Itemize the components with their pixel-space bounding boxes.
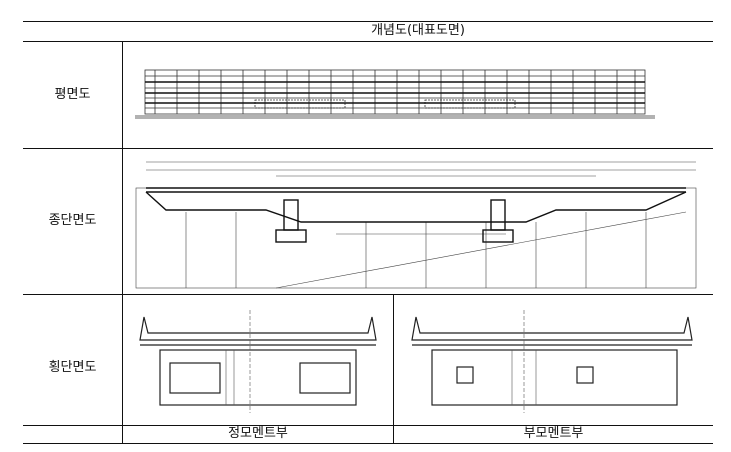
- subcaption-negative-moment: 부모멘트부: [523, 426, 584, 441]
- subcaption-divider: [393, 294, 394, 443]
- row-label-plan: 평면도: [54, 87, 91, 102]
- plan-drawing: [125, 60, 665, 130]
- row-label-longitudinal: 종단면도: [48, 213, 97, 228]
- label-column-divider: [122, 41, 123, 443]
- row1-bottom-rule: [23, 148, 713, 149]
- row-label-cross-section: 횡단면도: [48, 360, 97, 375]
- header-bottom-rule: [23, 41, 713, 42]
- table-bottom-rule: [23, 443, 713, 444]
- table-top-rule: [23, 21, 713, 22]
- cross-section-negative-moment-drawing: [402, 305, 707, 417]
- cross-section-positive-moment-drawing: [130, 305, 385, 417]
- subcaption-positive-moment: 정모멘트부: [228, 426, 288, 441]
- row2-bottom-rule: [23, 294, 713, 295]
- row3-bottom-rule: [23, 425, 713, 426]
- longitudinal-section-drawing: [126, 152, 711, 290]
- table-header: 개념도(대표도면): [371, 23, 465, 38]
